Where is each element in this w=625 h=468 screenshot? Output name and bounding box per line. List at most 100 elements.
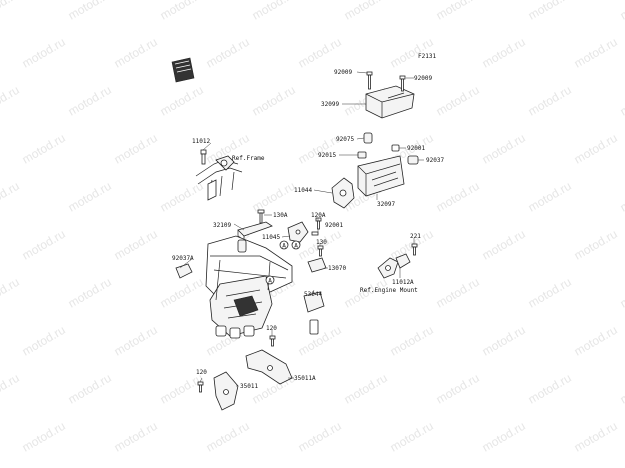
watermark-text: motod.ru [434, 179, 482, 215]
watermark-text: motod.ru [618, 179, 625, 215]
watermark-text: motod.ru [204, 35, 252, 71]
watermark-text: motod.ru [526, 83, 574, 119]
label-92037: 92037 [426, 157, 444, 164]
part-92075-damper [363, 132, 373, 144]
watermark-text: motod.ru [296, 419, 344, 455]
label-221: 221 [410, 233, 421, 240]
watermark-text: motod.ru [388, 323, 436, 359]
watermark-text: motod.ru [342, 0, 390, 23]
watermark-text: motod.ru [342, 371, 390, 407]
part-120A-bolt [315, 217, 322, 230]
watermark-layer: motod.ru motod.ru motod.ru motod.ru motod.ru… [0, 0, 625, 455]
watermark-text: motod.ru [296, 35, 344, 71]
watermark-text: motod.ru [434, 0, 482, 23]
watermark-text: motod.ru [66, 179, 114, 215]
part-11012A-engine-mount [377, 253, 411, 279]
watermark-text: motod.ru [158, 0, 206, 23]
watermark-text: motod.ru [526, 371, 574, 407]
watermark-text: motod.ru [112, 131, 160, 167]
label-13070: 13070 [328, 265, 346, 272]
label-92075: 92075 [336, 136, 354, 143]
leader-lines [179, 71, 424, 387]
part-120-bolt-bottom [197, 381, 204, 393]
label-53044: 53044 [304, 291, 322, 298]
figure-code: F2131 [418, 53, 436, 60]
part-11012-pin [200, 149, 207, 165]
watermark-text: motod.ru [480, 419, 528, 455]
watermark-text: motod.ru [388, 419, 436, 455]
label-11044: 11044 [294, 187, 312, 194]
part-130A-bolt [257, 209, 265, 224]
label-ref-frame: Ref.Frame [232, 155, 265, 162]
watermark-text: motod.ru [158, 179, 206, 215]
marker-a-1: A [279, 240, 289, 250]
watermark-text: motod.ru [250, 179, 298, 215]
watermark-text: motod.ru [572, 35, 620, 71]
label-32097: 32097 [377, 201, 395, 208]
watermark-text: motod.ru [158, 275, 206, 311]
part-53044-stay [303, 291, 325, 335]
marker-a-2: A [291, 240, 301, 250]
watermark-text: motod.ru [0, 0, 22, 23]
watermark-text: motod.ru [20, 227, 68, 263]
watermark-text: motod.ru [66, 83, 114, 119]
label-120-mid: 120 [266, 325, 277, 332]
label-92001-mid: 92001 [325, 222, 343, 229]
part-13070-plate [307, 257, 327, 273]
watermark-text: motod.ru [618, 371, 625, 407]
watermark-text: motod.ru [480, 227, 528, 263]
label-120A: 120A [311, 212, 326, 219]
label-92009-right: 92009 [414, 75, 432, 82]
label-92037A: 92037A [172, 255, 194, 262]
label-130A: 130A [273, 212, 288, 219]
frame-reference-sketch [195, 155, 243, 201]
label-32099: 32099 [321, 101, 339, 108]
label-35011: 35011 [240, 383, 258, 390]
svg-text:A: A [282, 242, 286, 249]
watermark-text: motod.ru [526, 0, 574, 23]
part-35011A-bracket [245, 349, 293, 385]
watermark-text: motod.ru [618, 0, 625, 23]
label-ref-engine-mount: Ref.Engine Mount [360, 287, 418, 294]
watermark-text: motod.ru [434, 371, 482, 407]
marker-a-3: A [265, 275, 275, 285]
watermark-text: motod.ru [20, 323, 68, 359]
label-92001-right: 92001 [407, 145, 425, 152]
part-92001-bolt-right [391, 144, 400, 152]
watermark-text: motod.ru [526, 275, 574, 311]
svg-text:A: A [294, 242, 298, 249]
watermark-text: motod.ru [158, 371, 206, 407]
watermark-text: motod.ru [296, 323, 344, 359]
part-130-bolt [317, 245, 324, 257]
watermark-text: motod.ru [112, 419, 160, 455]
watermark-text: motod.ru [618, 83, 625, 119]
part-35011-bracket [213, 371, 239, 411]
label-32109: 32109 [213, 222, 231, 229]
watermark-text: motod.ru [158, 83, 206, 119]
watermark-text: motod.ru [20, 35, 68, 71]
watermark-text: motod.ru [572, 131, 620, 167]
part-labels: 92009 92009 32099 92075 92001 92015 9203… [172, 69, 444, 390]
watermark-text: motod.ru [572, 419, 620, 455]
label-92015: 92015 [318, 152, 336, 159]
part-32099-battery-cover [365, 85, 415, 119]
watermark-text: motod.ru [112, 227, 160, 263]
part-92015-nut [357, 151, 367, 159]
watermark-text: motod.ru [66, 371, 114, 407]
watermark-text: motod.ru [0, 275, 22, 311]
watermark-text: motod.ru [250, 83, 298, 119]
watermark-text: motod.ru [434, 275, 482, 311]
watermark-text: motod.ru [20, 131, 68, 167]
svg-text:A: A [268, 277, 272, 284]
part-92037A-clamp [175, 263, 193, 279]
watermark-text: motod.ru [480, 323, 528, 359]
watermark-text: motod.ru [480, 131, 528, 167]
watermark-text: motod.ru [250, 0, 298, 23]
main-frame-assembly [205, 235, 293, 339]
watermark-text: motod.ru [112, 35, 160, 71]
watermark-text: motod.ru [66, 275, 114, 311]
label-11045: 11045 [262, 234, 280, 241]
part-32097-battery-case [357, 155, 405, 197]
